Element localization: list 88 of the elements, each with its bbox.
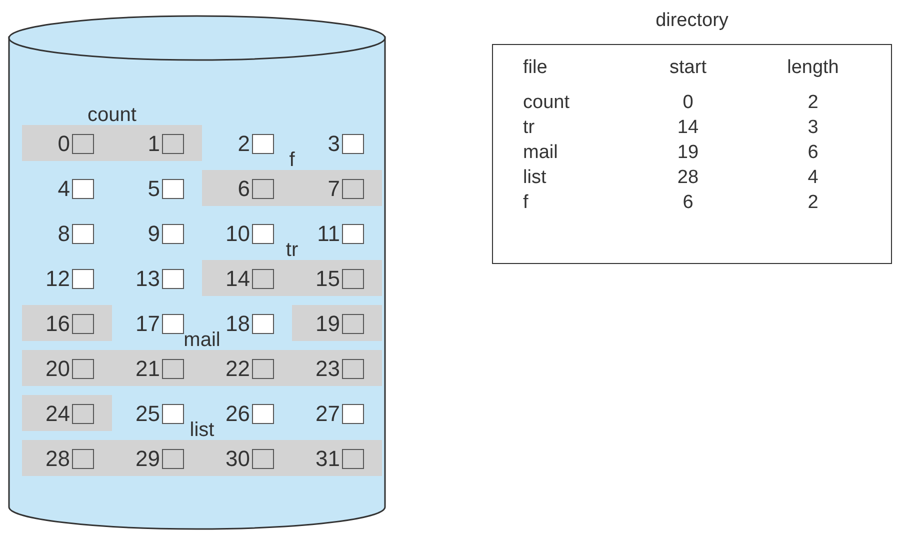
block-number: 22 [224, 357, 250, 381]
block-square [342, 134, 364, 154]
block-number: 2 [236, 132, 250, 156]
block-number: 1 [146, 132, 160, 156]
block-square [342, 449, 364, 469]
block-number: 30 [224, 447, 250, 471]
column-header: length [786, 57, 840, 79]
block-number: 27 [314, 402, 340, 426]
table-cell-text: 4 [806, 167, 820, 189]
block-square [252, 314, 274, 334]
block-square [342, 179, 364, 199]
block-number: 8 [56, 222, 70, 246]
block-square [72, 134, 94, 154]
block-number: 25 [134, 402, 160, 426]
block-square [162, 359, 184, 379]
column-header: start [668, 57, 708, 79]
block-square [252, 404, 274, 424]
block-number: 19 [314, 312, 340, 336]
block-square [252, 179, 274, 199]
block-number: 6 [236, 177, 250, 201]
file-name: count [86, 104, 138, 126]
block-number: 0 [56, 132, 70, 156]
block-number: 24 [44, 402, 70, 426]
block-number: 28 [44, 447, 70, 471]
block-square [72, 449, 94, 469]
column-header: file [523, 57, 548, 79]
block-number: 13 [134, 267, 160, 291]
block-square [252, 224, 274, 244]
block-number: 21 [134, 357, 160, 381]
block-square [342, 359, 364, 379]
block-square [72, 404, 94, 424]
table-cell-text: 19 [676, 142, 700, 164]
table-cell-text: 2 [806, 92, 820, 114]
table-cell-text: 2 [806, 192, 820, 214]
table-cell-text: 3 [806, 117, 820, 139]
block-square [342, 314, 364, 334]
file-name: mail [182, 329, 222, 351]
block-number: 18 [224, 312, 250, 336]
block-square [162, 449, 184, 469]
block-square [72, 179, 94, 199]
block-number: 17 [134, 312, 160, 336]
block-number: 16 [44, 312, 70, 336]
block-number: 4 [56, 177, 70, 201]
block-number: 12 [44, 267, 70, 291]
block-number: 3 [326, 132, 340, 156]
table-cell-text: f [523, 192, 530, 214]
table-cell-text: 6 [682, 192, 694, 214]
file-name: f [288, 149, 296, 171]
block-square [162, 314, 184, 334]
block-square [162, 269, 184, 289]
block-number: 15 [314, 267, 340, 291]
block-number: 23 [314, 357, 340, 381]
block-square [252, 359, 274, 379]
block-number: 31 [314, 447, 340, 471]
block-square [72, 314, 94, 334]
table-title: directory [654, 10, 730, 32]
block-square [162, 179, 184, 199]
block-number: 9 [146, 222, 160, 246]
table-cell-text: 0 [682, 92, 694, 114]
block-square [342, 269, 364, 289]
table-cell-text: tr [523, 117, 536, 139]
table-cell-text: 14 [676, 117, 700, 139]
block-number: 7 [326, 177, 340, 201]
block-square [252, 134, 274, 154]
block-square [162, 224, 184, 244]
file-name: list [188, 419, 216, 441]
file-name: tr [284, 239, 300, 261]
block-number: 14 [224, 267, 250, 291]
block-square [162, 134, 184, 154]
block-number: 10 [224, 222, 250, 246]
table-cell-text: 6 [806, 142, 820, 164]
block-square [162, 404, 184, 424]
block-square [342, 404, 364, 424]
block-square [252, 449, 274, 469]
block-square [72, 269, 94, 289]
block-number: 29 [134, 447, 160, 471]
block-number: 5 [146, 177, 160, 201]
block-number: 26 [224, 402, 250, 426]
table-cell-text: 28 [676, 167, 700, 189]
table-cell-text: mail [523, 142, 559, 164]
table-cell-text: count [523, 92, 570, 114]
block-square [342, 224, 364, 244]
block-square [252, 269, 274, 289]
block-square [72, 224, 94, 244]
block-number: 20 [44, 357, 70, 381]
block-square [72, 359, 94, 379]
table-cell-text: list [523, 167, 548, 189]
block-number: 11 [316, 222, 340, 246]
